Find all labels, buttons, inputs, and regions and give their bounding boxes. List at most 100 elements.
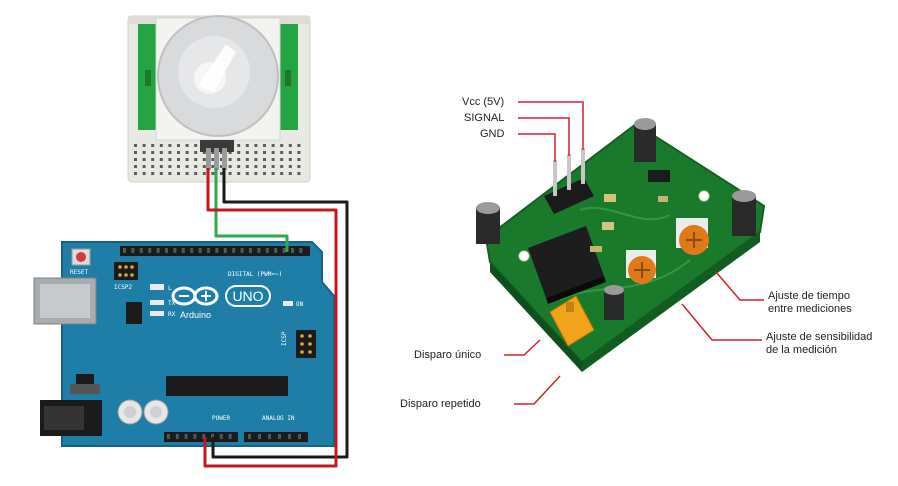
header-pin bbox=[139, 248, 143, 253]
breadboard-hole bbox=[254, 165, 258, 168]
breadboard-hole bbox=[263, 172, 266, 175]
breadboard-hole bbox=[288, 151, 292, 154]
breadboard-hole bbox=[280, 165, 284, 168]
breadboard-hole bbox=[194, 172, 198, 175]
breadboard-hole bbox=[237, 172, 241, 175]
breadboard-hole bbox=[151, 172, 155, 175]
callout-disparo-repetido-line bbox=[514, 375, 561, 405]
breadboard-hole bbox=[297, 172, 301, 175]
breadboard-hole bbox=[280, 151, 284, 154]
header-pin bbox=[156, 248, 160, 253]
breadboard-hole bbox=[202, 158, 206, 161]
breadboard-hole bbox=[151, 165, 155, 168]
breadboard-hole bbox=[185, 151, 189, 154]
header-pin bbox=[248, 434, 251, 439]
breadboard-hole bbox=[280, 172, 284, 175]
icsp-label: ICSP bbox=[281, 331, 288, 346]
breadboard-hole bbox=[151, 151, 155, 154]
breadboard-hole bbox=[159, 158, 163, 161]
breadboard-hole bbox=[254, 158, 258, 161]
header-pin bbox=[198, 248, 202, 253]
label-ajuste-sensibilidad-line1: Ajuste de sensibilidad bbox=[766, 331, 873, 343]
hc-sr501-board bbox=[476, 118, 766, 372]
header-pin bbox=[167, 434, 170, 439]
breadboard-hole bbox=[288, 165, 292, 168]
header-pin bbox=[268, 434, 271, 439]
wire-gnd-black bbox=[211, 168, 349, 459]
breadboard-hole bbox=[211, 151, 215, 154]
breadboard-hole bbox=[297, 151, 301, 154]
l-label: L bbox=[168, 285, 172, 292]
breadboard-hole bbox=[177, 165, 180, 168]
breadboard-hole bbox=[220, 158, 223, 161]
callout-tiempo-line bbox=[715, 271, 764, 301]
callout-vcc-line bbox=[518, 101, 584, 150]
electrolytic-capacitors bbox=[476, 118, 756, 320]
breadboard-hole bbox=[159, 165, 163, 168]
header-pin bbox=[232, 248, 236, 253]
breadboard-hole bbox=[202, 165, 206, 168]
header-pin bbox=[190, 248, 194, 253]
breadboard-hole bbox=[237, 144, 241, 147]
pir-sensor-module bbox=[138, 15, 298, 170]
bottom-header-pins bbox=[167, 434, 301, 439]
header-pin bbox=[265, 248, 269, 253]
breadboard-hole bbox=[211, 165, 215, 168]
breadboard-hole bbox=[271, 165, 275, 168]
callout-signal-line bbox=[518, 117, 570, 156]
trigger-mode-jumper bbox=[549, 295, 595, 347]
label-gnd: GND bbox=[480, 128, 505, 140]
breadboard-hole bbox=[194, 158, 198, 161]
digital-header-pins bbox=[123, 248, 303, 253]
breadboard-hole bbox=[168, 165, 172, 168]
wire-vcc-red bbox=[203, 168, 338, 468]
bis0001-ic bbox=[528, 226, 606, 304]
breadboard-hole bbox=[168, 172, 172, 175]
digital-header bbox=[120, 246, 310, 256]
breadboard-hole bbox=[263, 165, 266, 168]
breadboard-hole bbox=[271, 151, 275, 154]
breadboard-hole bbox=[177, 144, 180, 147]
label-signal: SIGNAL bbox=[464, 112, 505, 124]
uno-logo-text: UNO bbox=[232, 288, 263, 304]
analog-label: ANALOG IN bbox=[262, 415, 295, 422]
breadboard-hole bbox=[245, 165, 249, 168]
breadboard-hole bbox=[211, 158, 215, 161]
breadboard-hole bbox=[220, 151, 223, 154]
breadboard-hole bbox=[271, 172, 275, 175]
header-pin bbox=[148, 248, 152, 253]
header-pin bbox=[278, 434, 281, 439]
label-ajuste-tiempo-line1: Ajuste de tiempo bbox=[768, 290, 850, 302]
breadboard-hole bbox=[263, 158, 266, 161]
breadboard-hole bbox=[177, 151, 180, 154]
breadboard-hole bbox=[151, 158, 155, 161]
breadboard-hole bbox=[220, 165, 223, 168]
breadboard-hole bbox=[254, 151, 258, 154]
breadboard-hole bbox=[142, 151, 146, 154]
breadboard-hole bbox=[151, 144, 155, 147]
breadboard-hole bbox=[288, 172, 292, 175]
label-ajuste-tiempo: Ajuste de tiempo entre mediciones bbox=[768, 290, 852, 316]
header-pin bbox=[228, 434, 232, 439]
breadboard-hole bbox=[228, 172, 232, 175]
header-pin bbox=[282, 248, 286, 253]
header-pin bbox=[193, 434, 197, 439]
breadboard-hole bbox=[237, 151, 241, 154]
header-pin bbox=[298, 434, 301, 439]
breadboard-hole bbox=[185, 144, 189, 147]
power-header bbox=[164, 432, 238, 442]
arduino-logo: UNO Arduino bbox=[171, 285, 271, 320]
trimmer-potentiometers bbox=[626, 218, 709, 284]
breadboard-hole bbox=[254, 144, 258, 147]
breadboard-hole bbox=[134, 144, 137, 147]
header-pin bbox=[299, 248, 303, 253]
breadboard-hole bbox=[245, 172, 249, 175]
breadboard-hole bbox=[194, 151, 198, 154]
header-pin bbox=[288, 434, 291, 439]
breadboard-hole bbox=[159, 172, 163, 175]
breadboard-hole bbox=[228, 165, 232, 168]
breadboard-hole bbox=[142, 172, 146, 175]
header-pin bbox=[165, 248, 168, 253]
header-pin bbox=[223, 248, 227, 253]
